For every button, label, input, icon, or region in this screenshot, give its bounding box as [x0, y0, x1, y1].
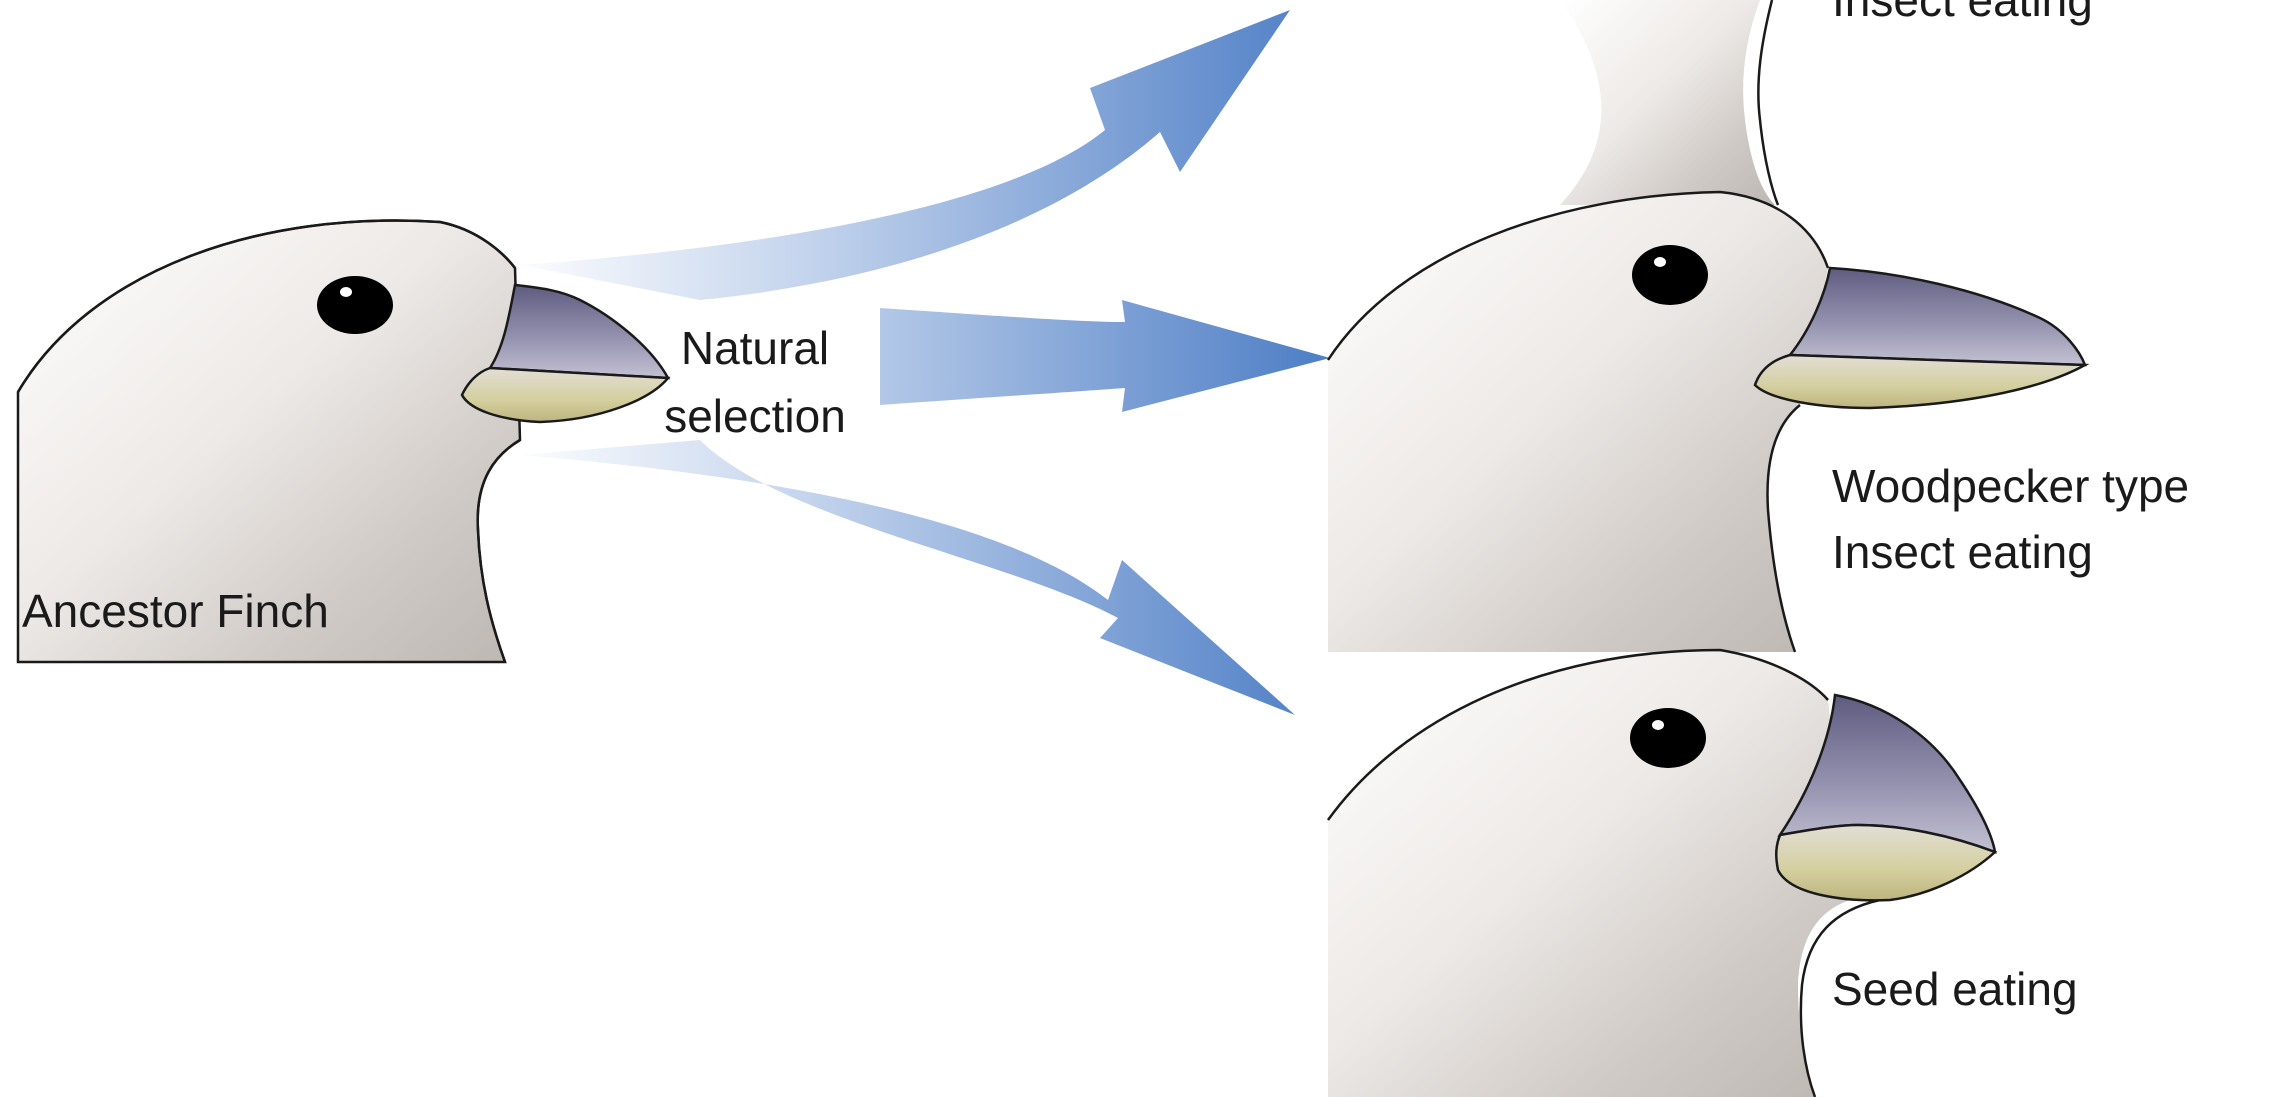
top-head-shape — [1560, 0, 1775, 205]
seed-eating-label: Seed eating — [1832, 963, 2078, 1015]
seed-eye — [1630, 708, 1706, 768]
woodpecker-lower-beak — [1755, 355, 2085, 408]
top-descendant-label-line2: Insect eating — [1832, 0, 2093, 26]
arrow-down — [520, 440, 1295, 715]
woodpecker-upper-beak — [1790, 268, 2085, 365]
arrow-up — [520, 10, 1290, 300]
natural-selection-line2: selection — [664, 390, 846, 442]
ancestor-lower-beak — [462, 368, 668, 422]
natural-selection-line1: Natural — [681, 322, 829, 374]
top-finch-head — [1560, 0, 1778, 205]
top-neck-line — [1758, 0, 1778, 205]
woodpecker-label-line2: Insect eating — [1832, 526, 2093, 578]
ancestor-label: Ancestor Finch — [22, 585, 329, 637]
woodpecker-head-shape — [1328, 192, 1828, 652]
seed-head-shape — [1328, 650, 1850, 1097]
seed-eye-highlight — [1652, 720, 1664, 730]
ancestor-upper-beak — [490, 285, 668, 378]
seed-finch-head — [1328, 650, 1995, 1097]
woodpecker-finch-head — [1328, 192, 2085, 652]
woodpecker-eye — [1632, 245, 1708, 305]
woodpecker-label-line1: Woodpecker type — [1832, 460, 2189, 512]
arrow-middle — [880, 300, 1330, 412]
ancestor-eye — [317, 276, 393, 334]
ancestor-eye-highlight — [340, 287, 352, 297]
woodpecker-eye-highlight — [1654, 257, 1666, 267]
